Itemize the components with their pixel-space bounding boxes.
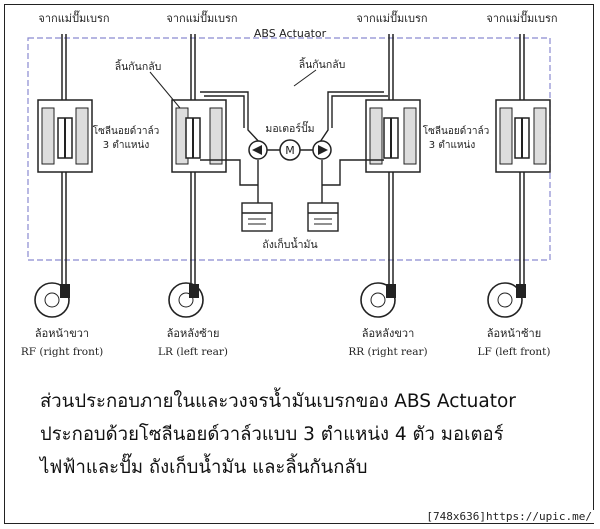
leader-lines	[149, 69, 317, 109]
wheel-lines	[61, 172, 525, 288]
wheel-rf-code: RF (right front)	[21, 346, 103, 358]
caption-line-2: ประกอบด้วยโซลีนอยด์วาล์วแบบ 3 ตำแหน่ง 4 …	[40, 424, 504, 445]
solenoid-right-label-1: โซลีนอยด์วาล์ว	[423, 124, 489, 137]
abs-actuator-diagram: M	[21, 10, 558, 358]
reservoir-label: ถังเก็บน้ำมัน	[262, 237, 317, 251]
inlet-label-3: จากแม่ปั๊มเบรก	[356, 10, 427, 25]
solenoid-valve-lf	[495, 99, 551, 173]
wheel-brake-lf	[487, 282, 526, 318]
image-frame	[4, 4, 594, 524]
wheel-lr-code: LR (left rear)	[158, 346, 228, 358]
solenoid-right-label-2: 3 ตำแหน่ง	[429, 140, 476, 151]
check-valve-left-label: ลิ้นกันกลับ	[115, 59, 162, 73]
inlet-label-1: จากแม่ปั๊มเบรก	[38, 10, 109, 25]
solenoid-valve-lr	[171, 99, 227, 173]
actuator-title: ABS Actuator	[254, 27, 327, 40]
solenoid-left-label-2: 3 ตำแหน่ง	[103, 140, 150, 151]
motor-pump-label: มอเตอร์ปั๊ม	[265, 120, 314, 135]
wheel-lf-code: LF (left front)	[477, 346, 550, 358]
wheel-rf-name: ล้อหน้าขวา	[35, 327, 89, 340]
caption-line-3: ไฟฟ้าและปั๊ม ถังเก็บน้ำมัน และลิ้นกันกลั…	[40, 457, 368, 478]
motor-icon	[279, 139, 301, 161]
wheel-lf-name: ล้อหน้าซ้าย	[487, 327, 541, 340]
check-valve-center-label: ลิ้นกันกลับ	[299, 57, 346, 71]
solenoid-valve-rf	[37, 99, 93, 173]
reservoir-left	[241, 202, 273, 232]
caption: ส่วนประกอบภายในและวงจรน้ำมันเบรกของ ABS …	[40, 385, 580, 484]
solenoid-valve-rr	[365, 99, 421, 173]
inlet-label-4: จากแม่ปั๊มเบรก	[486, 10, 557, 25]
pump-right-arrow	[318, 145, 328, 155]
wheel-brake-rf	[34, 282, 70, 318]
wheel-brake-lr	[168, 282, 204, 318]
caption-line-1: ส่วนประกอบภายในและวงจรน้ำมันเบรกของ ABS …	[40, 391, 516, 412]
pump-left-arrow	[252, 145, 262, 155]
watermark: [748x636]https://upic.me/	[424, 510, 594, 523]
motor-symbol: M	[285, 144, 295, 157]
inlet-label-2: จากแม่ปั๊มเบรก	[166, 10, 237, 25]
reservoir-right	[307, 202, 339, 232]
wheel-rr-code: RR (right rear)	[348, 346, 427, 358]
solenoid-left-label-1: โซลีนอยด์วาล์ว	[93, 124, 159, 137]
wheel-rr-name: ล้อหลังขวา	[362, 327, 415, 340]
inlet-lines	[61, 34, 525, 100]
wheel-brake-rr	[360, 282, 396, 318]
wheel-lr-name: ล้อหลังซ้าย	[167, 327, 220, 340]
